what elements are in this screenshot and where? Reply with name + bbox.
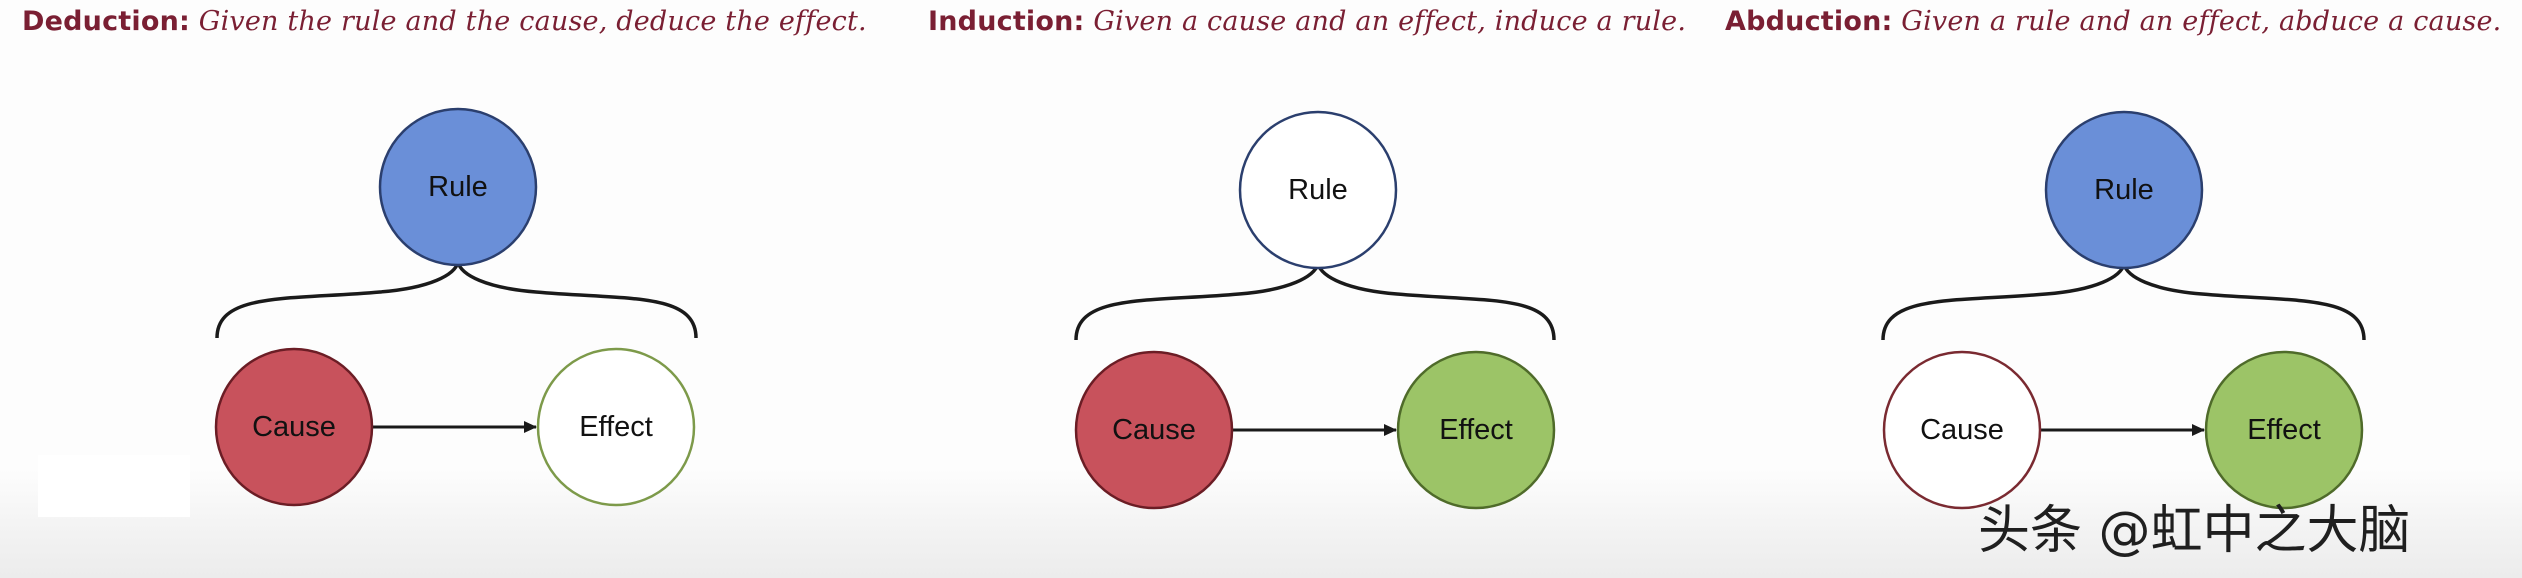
diagram-abduction: Rule Cause Effect bbox=[1881, 110, 2366, 510]
caption-induction: Induction: Given a cause and an effect, … bbox=[928, 6, 1686, 37]
effect-label: Effect bbox=[579, 411, 653, 443]
rule-label: Rule bbox=[428, 171, 488, 203]
caption-text: Given a cause and an effect, induce a ru… bbox=[1084, 6, 1687, 37]
diagram-induction: Rule Cause Effect bbox=[1074, 110, 1556, 510]
caption-term: Induction: bbox=[928, 6, 1085, 37]
cause-node bbox=[1074, 350, 1234, 510]
caption-deduction: Deduction: Given the rule and the cause,… bbox=[22, 6, 867, 37]
caption-term: Abduction: bbox=[1725, 6, 1893, 37]
effect-node bbox=[1396, 350, 1556, 510]
caption-abduction: Abduction: Given a rule and an effect, a… bbox=[1725, 6, 2501, 37]
watermark: 头条 @虹中之大脑 bbox=[1978, 501, 2411, 561]
blank-patch bbox=[38, 455, 190, 517]
rule-node bbox=[2044, 110, 2204, 270]
caption-text: Given the rule and the cause, deduce the… bbox=[190, 6, 867, 37]
rule-label: Rule bbox=[1288, 174, 1348, 206]
caption-text: Given a rule and an effect, abduce a cau… bbox=[1892, 6, 2502, 37]
cause-node bbox=[1882, 350, 2042, 510]
cause-label: Cause bbox=[1920, 414, 2004, 446]
cause-node bbox=[214, 347, 374, 507]
caption-term: Deduction: bbox=[22, 6, 191, 37]
effect-node bbox=[2204, 350, 2364, 510]
rule-label: Rule bbox=[2094, 174, 2154, 206]
brace bbox=[1881, 263, 2366, 341]
brace bbox=[1074, 258, 1556, 341]
diagram-deduction: Rule Cause Effect bbox=[214, 107, 698, 507]
rule-node bbox=[378, 107, 538, 267]
rule-node bbox=[1238, 110, 1398, 270]
cause-label: Cause bbox=[1112, 414, 1196, 446]
effect-label: Effect bbox=[2247, 414, 2321, 446]
effect-node bbox=[536, 347, 696, 507]
bottom-shade bbox=[0, 470, 2522, 578]
effect-label: Effect bbox=[1439, 414, 1513, 446]
cause-label: Cause bbox=[252, 411, 336, 443]
brace bbox=[215, 261, 698, 339]
